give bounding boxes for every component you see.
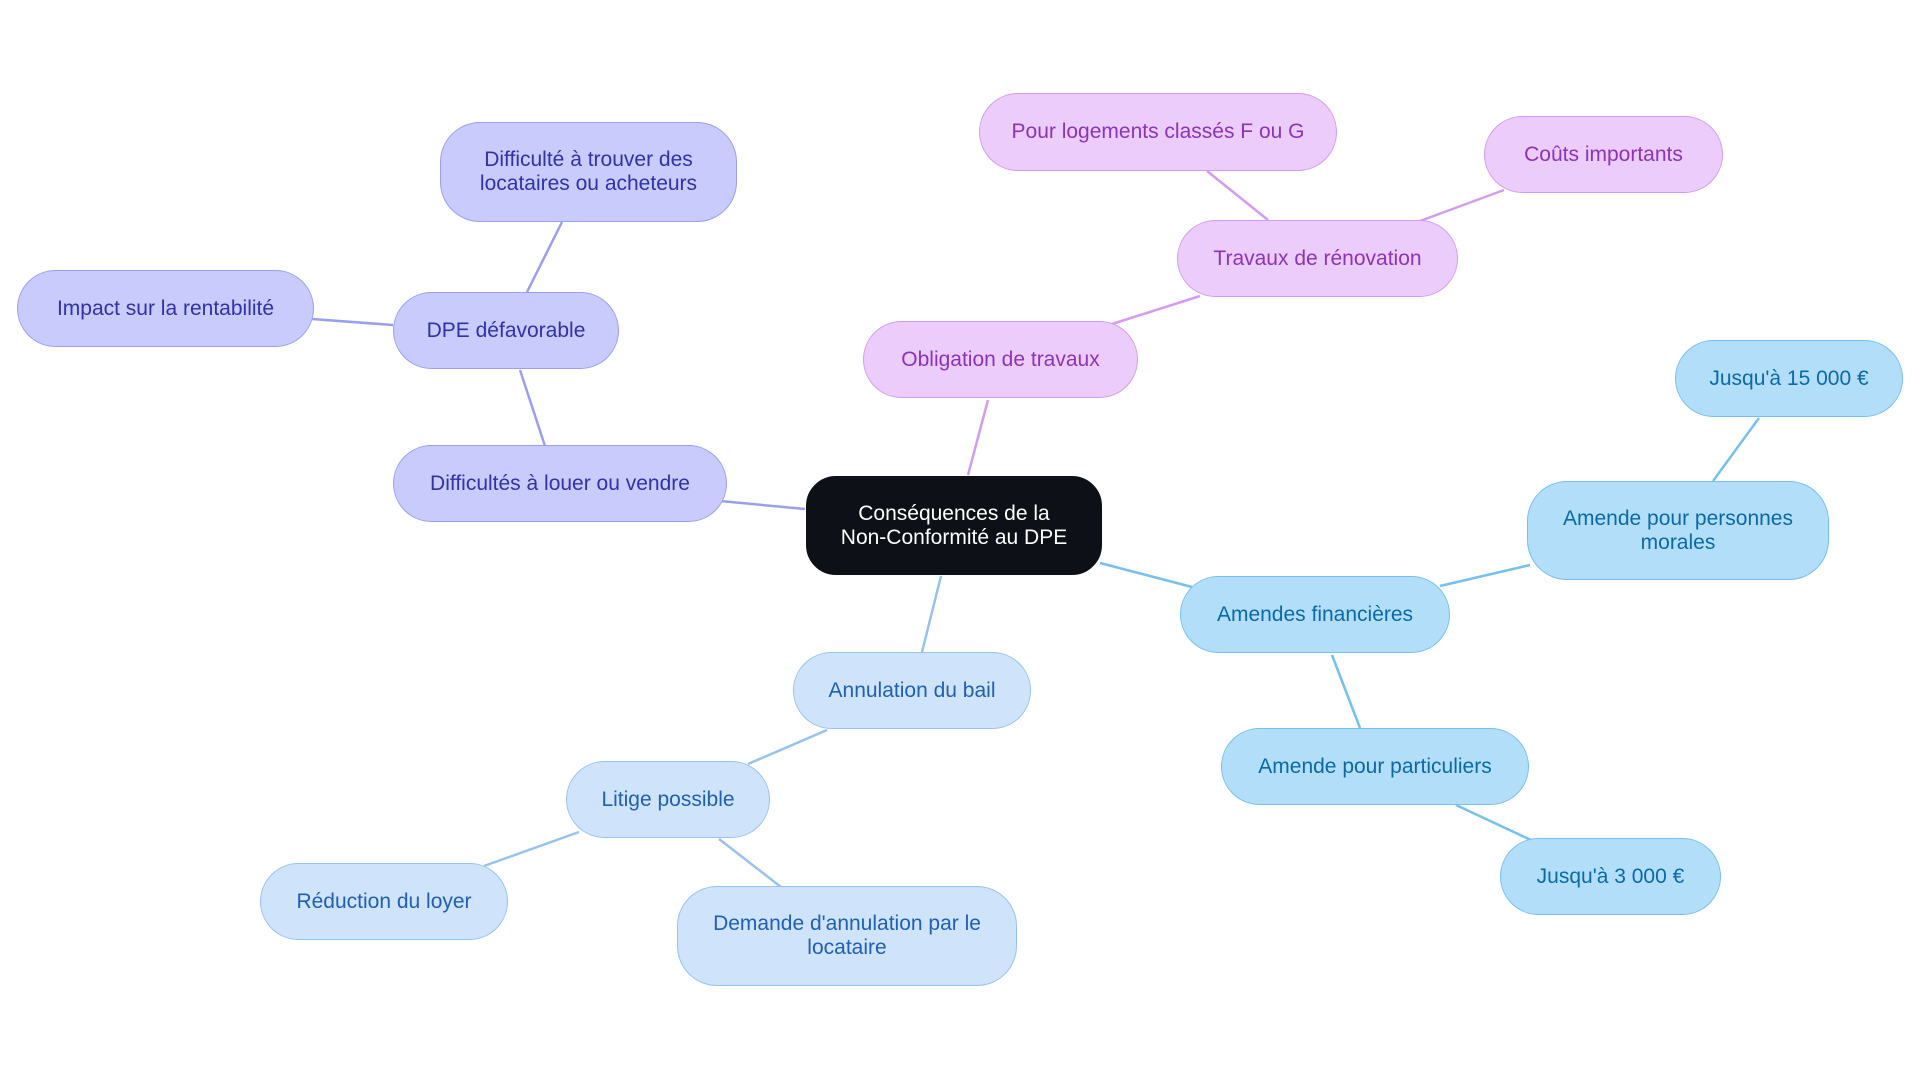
edge-amendes-particuliers bbox=[1330, 654, 1362, 729]
edge-renovation-couts bbox=[1419, 188, 1505, 223]
edge-difficultes-dpe bbox=[518, 369, 547, 447]
node-litige-possible[interactable]: Litige possible bbox=[566, 761, 770, 838]
edge-root-bail bbox=[920, 575, 943, 653]
node-difficulte-trouver[interactable]: Difficulté à trouver des locataires ou a… bbox=[440, 122, 737, 222]
node-obligation-travaux[interactable]: Obligation de travaux bbox=[863, 321, 1138, 398]
node-dpe-defavorable[interactable]: DPE défavorable bbox=[393, 292, 619, 369]
edge-litige-demande bbox=[718, 838, 782, 888]
node-travaux-renovation[interactable]: Travaux de rénovation bbox=[1177, 220, 1458, 297]
node-jusqua-15000[interactable]: Jusqu'à 15 000 € bbox=[1675, 340, 1903, 417]
node-amende-personnes-morales[interactable]: Amende pour personnes morales bbox=[1527, 481, 1829, 580]
node-couts-importants[interactable]: Coûts importants bbox=[1484, 116, 1723, 193]
node-annulation-bail[interactable]: Annulation du bail bbox=[793, 652, 1031, 729]
node-logements-f-g[interactable]: Pour logements classés F ou G bbox=[979, 93, 1337, 171]
edge-root-travaux bbox=[966, 399, 990, 476]
edge-particuliers-max bbox=[1455, 803, 1532, 842]
node-reduction-loyer[interactable]: Réduction du loyer bbox=[260, 863, 508, 940]
root-node[interactable]: Conséquences de la Non-Conformité au DPE bbox=[806, 476, 1102, 575]
edge-dpe-trouver bbox=[525, 221, 564, 293]
edge-root-difficultes bbox=[719, 499, 806, 511]
node-jusqua-3000[interactable]: Jusqu'à 3 000 € bbox=[1500, 838, 1721, 915]
edge-litige-reduction bbox=[483, 830, 580, 868]
edge-renovation-logements bbox=[1206, 170, 1269, 221]
edge-dpe-rentabilite bbox=[311, 317, 394, 327]
edge-bail-litige bbox=[747, 728, 828, 766]
edge-amendes-morales bbox=[1439, 563, 1531, 588]
node-demande-annulation[interactable]: Demande d'annulation par le locataire bbox=[677, 886, 1017, 986]
edge-travaux-renovation bbox=[1111, 294, 1201, 326]
node-amende-particuliers[interactable]: Amende pour particuliers bbox=[1221, 728, 1529, 805]
node-amendes-financieres[interactable]: Amendes financières bbox=[1180, 576, 1450, 653]
node-difficultes-louer-vendre[interactable]: Difficultés à louer ou vendre bbox=[393, 445, 727, 522]
node-impact-rentabilite[interactable]: Impact sur la rentabilité bbox=[17, 270, 314, 347]
edge-morales-max bbox=[1711, 417, 1761, 482]
edge-root-amendes bbox=[1099, 561, 1193, 589]
